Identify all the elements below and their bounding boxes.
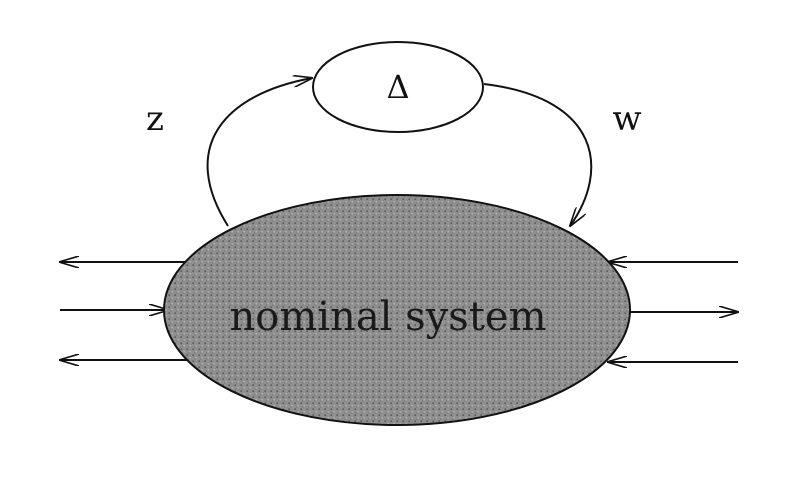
uncertainty-label: Δ bbox=[386, 68, 409, 106]
w-signal-label: w bbox=[612, 99, 641, 139]
uncertainty-block bbox=[312, 41, 484, 133]
w-feedback-arrow bbox=[483, 83, 593, 226]
nominal-system-block bbox=[163, 194, 631, 426]
z-feedback-arrow bbox=[206, 78, 312, 227]
nominal-system-label: nominal system bbox=[229, 294, 546, 340]
z-signal-label: z bbox=[146, 99, 164, 139]
